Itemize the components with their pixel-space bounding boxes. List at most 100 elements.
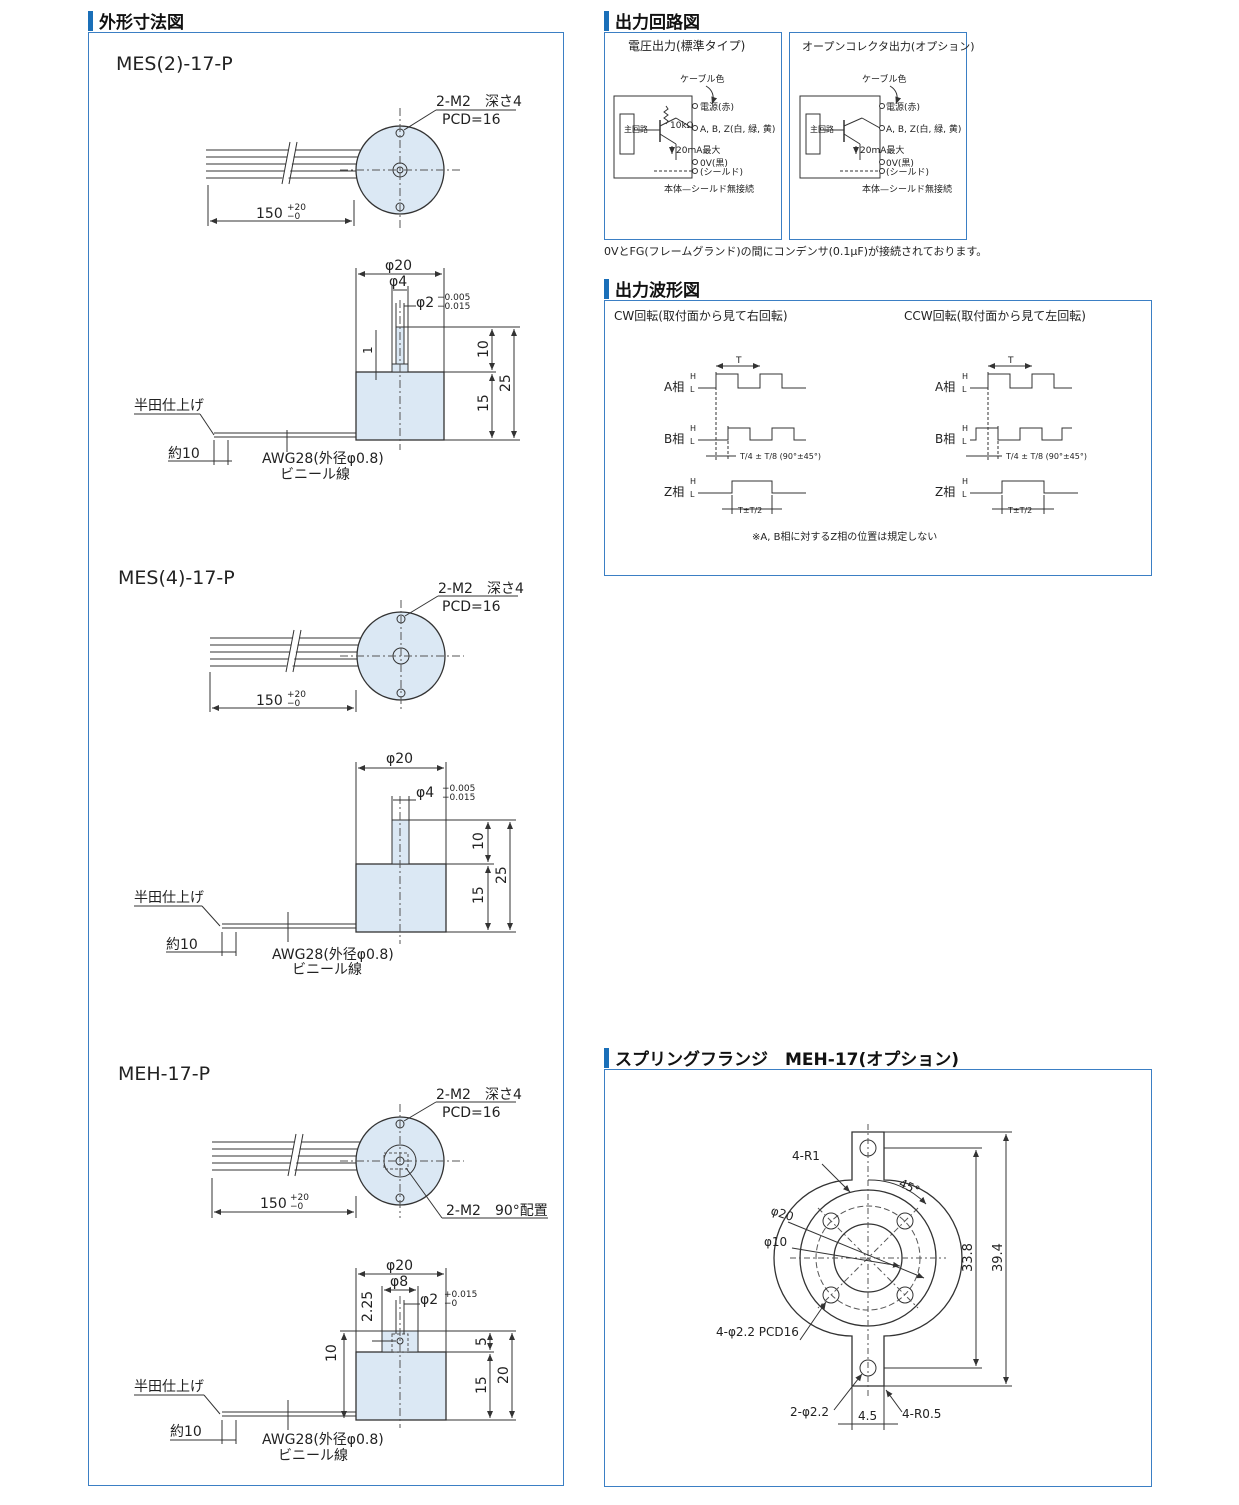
outline-header: 外形寸法図 [88,8,184,33]
phi4-label-mes2: φ4 [389,274,407,290]
circuit-opt-abz: A, B, Z(白, 緑, 黄) [886,123,961,135]
circuit-std-title: 電圧出力(標準タイプ) [628,38,745,53]
holes-label-mes4: 2-M2 深さ4 [438,581,524,597]
wave-title: 出力波形図 [615,281,700,301]
phi2-dn-mes2: −0.015 [437,302,470,312]
wave-frame [604,300,1152,576]
drawing-mes4: MES(4)-17-P 2-M2 深さ4 PCD=16 150 +20 −0 φ… [118,567,524,978]
circuit-opt-power: 電源(赤) [886,102,920,113]
solder-label-mes2: 半田仕上げ [134,398,204,414]
circuit-std: 電圧出力(標準タイプ) ケーブル色 主回路 10kΩ 20mA最大 電源(赤) … [613,38,775,195]
dim15-label-mes2: 15 [476,394,492,412]
flange-dim338: 33.8 [961,1243,976,1272]
waveforms: CW回転(取付面から見て右回転) CCW回転(取付面から見て左回転) A相 B相… [614,308,1087,543]
dim25-label-mes2: 25 [498,374,514,392]
model-label-mes4: MES(4)-17-P [118,567,235,589]
vinyl-label-mes4: ビニール線 [292,962,362,978]
wave-ccw-al: L [962,385,967,394]
wave-ccw-bl: L [962,437,967,446]
drawing-meh: MEH-17-P 2-M2 深さ4 PCD=16 2-M2 90°配置 150 … [118,1063,548,1464]
flange-r1: 4-R1 [792,1149,820,1163]
wave-ccw-b: B相 [935,432,955,446]
wave-ccw-quarter: T/4 ± T/8 (90°±45°) [1005,452,1087,461]
circuit-std-shield: (シールド) [700,168,743,178]
length-label-mes4: 150 [256,693,283,709]
wave-ccw-title: CCW回転(取付面から見て左回転) [904,308,1086,323]
solder-label-meh: 半田仕上げ [134,1379,204,1395]
flange-width: 4.5 [858,1409,877,1423]
wave-ccw-a: A相 [935,380,955,394]
wave-cw-zh: H [690,477,696,486]
circuit-opt-title: オープンコレクタ出力(オプション) [802,39,974,53]
pcd-label-mes2: PCD=16 [442,112,501,128]
circuit-note: 0VとFG(フレームグランド)の間にコンデンサ(0.1μF)が接続されております… [604,245,988,258]
phi2-up-meh: +0.015 [444,1290,477,1300]
circuit-std-abz: A, B, Z(白, 緑, 黄) [700,123,775,135]
vinyl-label-mes2: ビニール線 [280,467,350,483]
phi2-dn-meh: −0 [444,1299,458,1309]
phi20-label-mes2: φ20 [385,258,412,274]
wave-ccw-period: T [1007,356,1014,366]
awg-label-mes4: AWG28(外径φ0.8) [272,947,394,963]
flange-header: スプリングフランジ MEH-17(オプション) [604,1045,959,1070]
wave-cw-bh: H [690,424,696,433]
flange-phi10: φ10 [764,1235,787,1249]
wave-cw-bl: L [690,437,695,446]
dim5-label-meh: 5 [474,1337,490,1346]
tol-up-meh: +20 [290,1193,309,1203]
wave-ccw-zl: L [962,490,967,499]
flange-r05: 4-R0.5 [902,1407,941,1421]
circuit-header: 出力回路図 [604,8,700,33]
flange-title: スプリングフランジ MEH-17(オプション) [615,1050,960,1070]
wave-ccw-tz: T±T/2 [1007,506,1032,515]
phi4-dn-mes4: −0.015 [442,793,475,803]
flange-holes2: 2-φ2.2 [790,1405,829,1419]
circuit-std-resistor: 10kΩ [670,121,694,131]
vinyl-label-meh: ビニール線 [278,1448,348,1464]
tol-dn-mes2: −0 [287,212,301,222]
flange-drawing: 33.8 39.4 45° 4-R1 φ20 φ10 4-φ2.2 PCD16 … [716,1124,1012,1430]
circuit-opt-0v: 0V(黒) [886,158,914,169]
holes-label-meh: 2-M2 深さ4 [436,1087,522,1103]
circuit-opt-shield: (シールド) [886,168,929,178]
approx-label-mes2: 約10 [168,446,200,462]
circuit-std-body: 本体—シールド無接続 [664,183,754,195]
phi20-label-meh: φ20 [386,1258,413,1274]
circuit-opt-main: 主回路 [810,124,834,134]
awg-label-meh: AWG28(外径φ0.8) [262,1432,384,1448]
circuit-opt-current: 20mA最大 [860,144,904,156]
wave-cw-period: T [735,356,742,366]
flange-dim394: 39.4 [991,1243,1006,1272]
wave-ccw-z: Z相 [935,485,955,499]
dim10-label-meh: 10 [324,1344,340,1362]
phi20-label-mes4: φ20 [386,751,413,767]
circuit-std-current: 20mA最大 [676,144,720,156]
dim20-label-meh: 20 [496,1366,512,1384]
approx-label-meh: 約10 [170,1424,202,1440]
wave-cw-tz: T±T/2 [737,506,762,515]
dim15-label-meh: 15 [474,1376,490,1394]
wave-cw-title: CW回転(取付面から見て右回転) [614,308,788,323]
phi4-up-mes4: −0.005 [442,784,475,794]
outline-frame [88,32,564,1486]
circuit-opt: オープンコレクタ出力(オプション) ケーブル色 主回路 20mA最大 電源(赤)… [799,39,974,195]
length-label-mes2: 150 [256,206,283,222]
wave-ccw-bh: H [962,424,968,433]
flange-holes: 4-φ2.2 PCD16 [716,1325,799,1339]
dim15-label-mes4: 15 [471,886,487,904]
outline-title: 外形寸法図 [99,13,184,33]
wave-cw-quarter: T/4 ± T/8 (90°±45°) [739,452,821,461]
circuit-std-0v: 0V(黒) [700,158,728,169]
wave-cw-al: L [690,385,695,394]
dim10-label-mes2: 10 [476,340,492,358]
circuit-std-main: 主回路 [624,124,648,134]
phi2-up-mes2: −0.005 [437,293,470,303]
wave-note: ※A, B相に対するZ相の位置は規定しない [752,530,937,543]
approx-label-mes4: 約10 [166,937,198,953]
wave-cw-b: B相 [664,432,684,446]
circuit-opt-cable: ケーブル色 [862,73,906,85]
side-holes-label-meh: 2-M2 90°配置 [446,1203,548,1219]
dim25-label-mes4: 25 [494,866,510,884]
tol-up-mes2: +20 [287,203,306,213]
